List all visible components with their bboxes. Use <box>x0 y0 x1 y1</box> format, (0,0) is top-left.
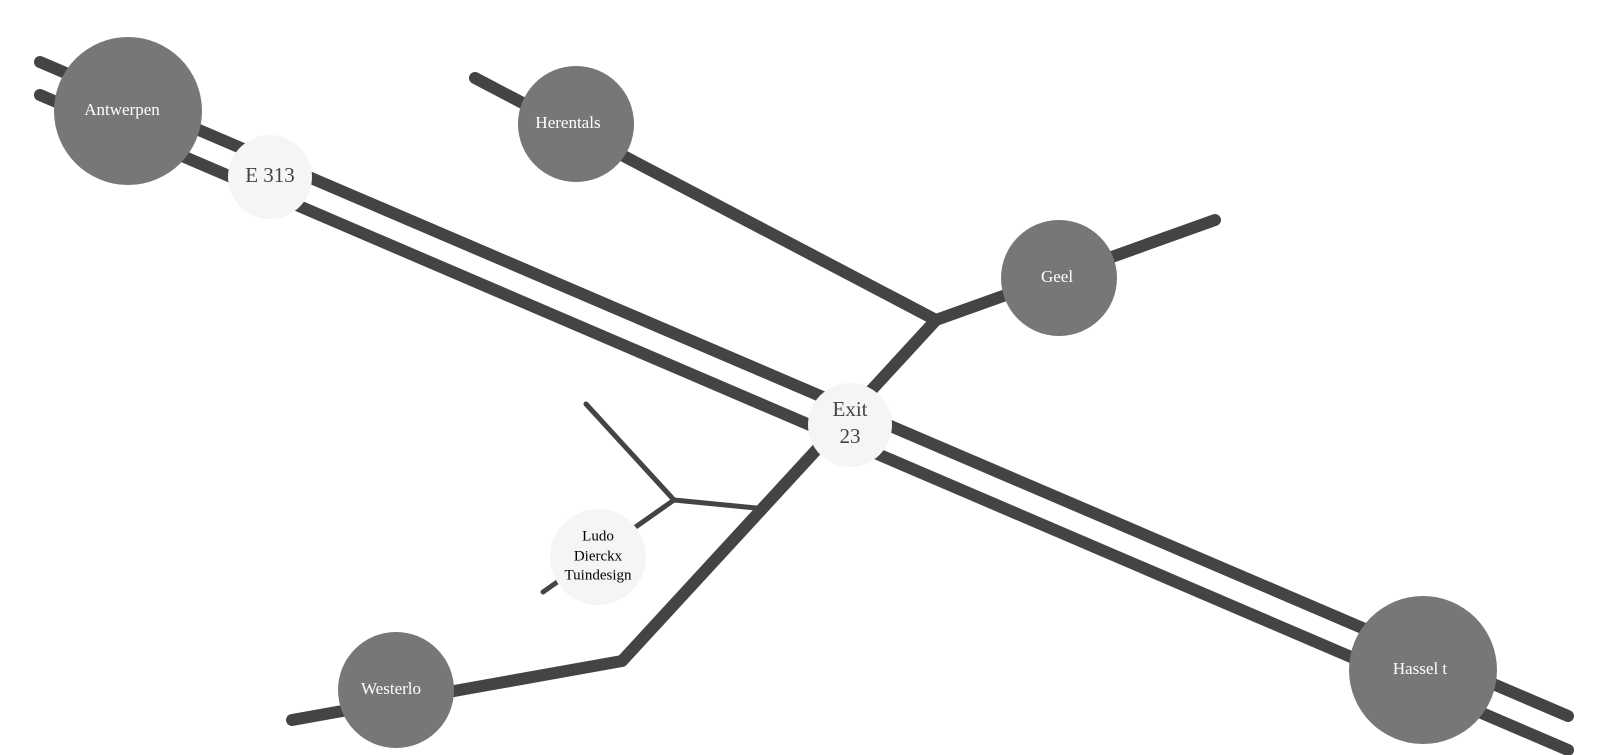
town-westerlo: Westerlo <box>338 632 454 748</box>
exit-tag-line1: Exit <box>833 397 868 421</box>
town-label: Westerlo <box>361 679 421 698</box>
town-marker <box>338 632 454 748</box>
highway-tag-marker <box>228 135 312 219</box>
town-marker <box>1349 596 1497 744</box>
highway-tag-label: E 313 <box>245 163 295 187</box>
town-antwerpen: Antwerpen <box>54 37 202 185</box>
town-herentals: Herentals <box>518 66 634 182</box>
access-road-business <box>583 401 759 511</box>
town-label: Hassel t <box>1393 659 1448 678</box>
business-label-line1: Ludo <box>582 528 614 544</box>
business-ludo-dierckx-tuindesign: Ludo Dierckx Tuindesign <box>550 509 646 605</box>
exit-tag-marker <box>808 383 892 467</box>
town-marker <box>54 37 202 185</box>
town-geel: Geel <box>1001 220 1117 336</box>
town-marker <box>1001 220 1117 336</box>
town-label: Geel <box>1041 267 1073 286</box>
highway-tag: E 313 <box>228 135 312 219</box>
exit-tag-line2: 23 <box>840 424 861 448</box>
business-marker <box>550 509 646 605</box>
town-label: Antwerpen <box>84 100 160 119</box>
exit-tag: Exit 23 <box>808 383 892 467</box>
business-label-line2: Dierckx <box>574 548 623 564</box>
town-marker <box>518 66 634 182</box>
town-hasselt: Hassel t <box>1349 596 1497 744</box>
town-label: Herentals <box>535 113 600 132</box>
business-label-line3: Tuindesign <box>565 567 632 583</box>
